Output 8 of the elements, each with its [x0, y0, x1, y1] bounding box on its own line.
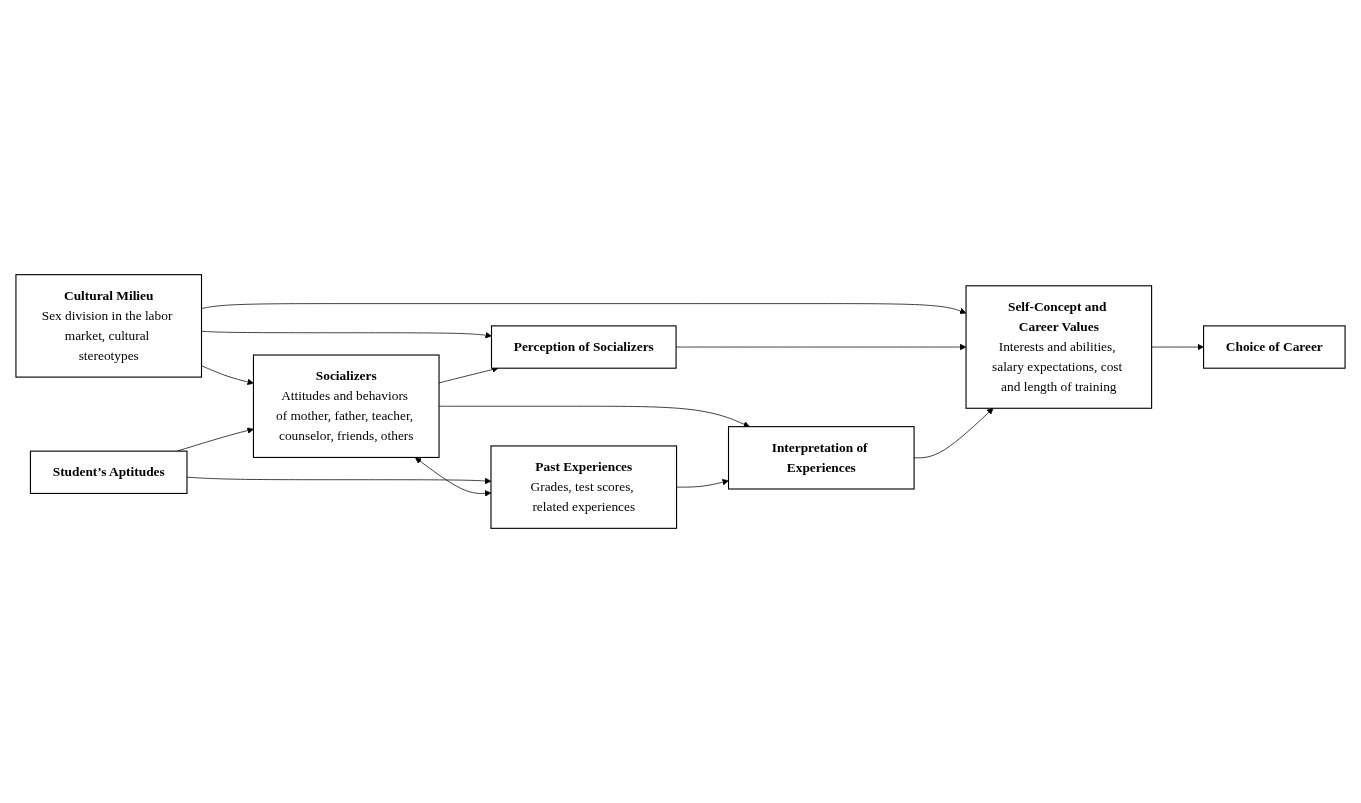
node-box: Choice of Career — [1203, 325, 1346, 369]
node-box: Self-Concept and Career Values Interests and abilities, salary expectations, cost and length of training — [965, 285, 1153, 409]
node-box: Perception of Socializers — [490, 325, 677, 369]
node-box: Interpretation of Experiences — [727, 426, 915, 490]
node-box: Cultural Milieu Sex division in the labor market, cultural stereotypes — [15, 274, 203, 378]
node-box: Socializers Attitudes and behaviors of mother, father, teacher, counselor, friends, others — [252, 354, 440, 458]
node-box: Student’s Aptitudes — [29, 450, 188, 494]
node-box: Past Experiences Grades, test scores, related experiences — [490, 445, 678, 529]
